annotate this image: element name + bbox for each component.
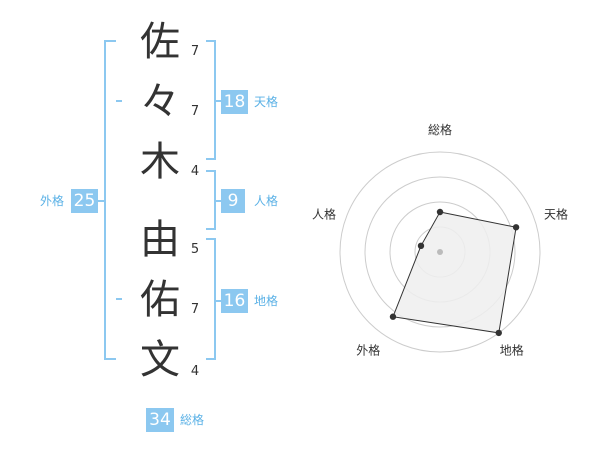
- radar-ring-3: [364, 176, 516, 328]
- tenkaku-label: 天格: [254, 95, 279, 109]
- radar-center: [437, 249, 443, 255]
- stroke-count-2: 7: [190, 104, 200, 119]
- tenkaku-badge: 18: [221, 90, 248, 114]
- tenkaku-bracket-tick: [216, 100, 222, 102]
- stroke-count-3: 4: [190, 164, 200, 179]
- name-char-4: 由: [140, 217, 180, 263]
- tenkaku-bracket: [206, 40, 216, 160]
- stroke-count-1: 7: [190, 44, 200, 59]
- radar-point-1: [512, 224, 520, 231]
- name-char-1: 佐: [140, 19, 180, 65]
- stroke-count-5: 7: [190, 302, 200, 317]
- radar-point-2: [495, 329, 502, 337]
- gaikaku-bracket: [104, 40, 116, 360]
- jinkaku-label: 人格: [254, 194, 279, 208]
- radar-polygon: [392, 211, 517, 334]
- name-char-6: 文: [140, 337, 180, 383]
- chikaku-label: 地格: [254, 294, 279, 308]
- soukaku-badge: 34: [146, 408, 174, 432]
- chikaku-badge: 16: [221, 289, 248, 313]
- radar-axis-label-4: 人格: [312, 206, 336, 221]
- stroke-count-6: 4: [190, 364, 200, 379]
- chikaku-bracket-tick: [216, 300, 222, 302]
- radar-axis-label-3: 外格: [356, 343, 380, 358]
- radar-point-3: [389, 313, 397, 320]
- radar-axis-label-1: 天格: [544, 206, 568, 221]
- soukaku-label: 総格: [180, 413, 205, 427]
- gaikaku-bracket-tick-bottom: [116, 298, 122, 300]
- jinkaku-bracket: [206, 170, 216, 230]
- jinkaku-badge: 9: [221, 189, 245, 213]
- gaikaku-label: 外格: [40, 194, 65, 208]
- radar-ring-4: [339, 151, 541, 353]
- radar-points: [389, 208, 520, 337]
- name-char-2: 々: [140, 79, 180, 125]
- name-char-5: 佑: [140, 277, 180, 323]
- radar-point-0: [436, 208, 444, 216]
- stroke-count-4: 5: [190, 242, 200, 257]
- chikaku-bracket: [206, 238, 216, 360]
- radar-axis-label-0: 総格: [428, 122, 452, 137]
- name-char-3: 木: [140, 139, 180, 185]
- radar-point-4: [417, 242, 425, 250]
- radar-center-dot: [437, 249, 443, 255]
- radar-axis-label-2: 地格: [500, 343, 524, 358]
- gaikaku-bracket-tick-mid: [98, 200, 104, 202]
- gaikaku-bracket-tick-top: [116, 100, 122, 102]
- jinkaku-bracket-tick: [216, 200, 222, 202]
- gaikaku-badge: 25: [71, 189, 98, 213]
